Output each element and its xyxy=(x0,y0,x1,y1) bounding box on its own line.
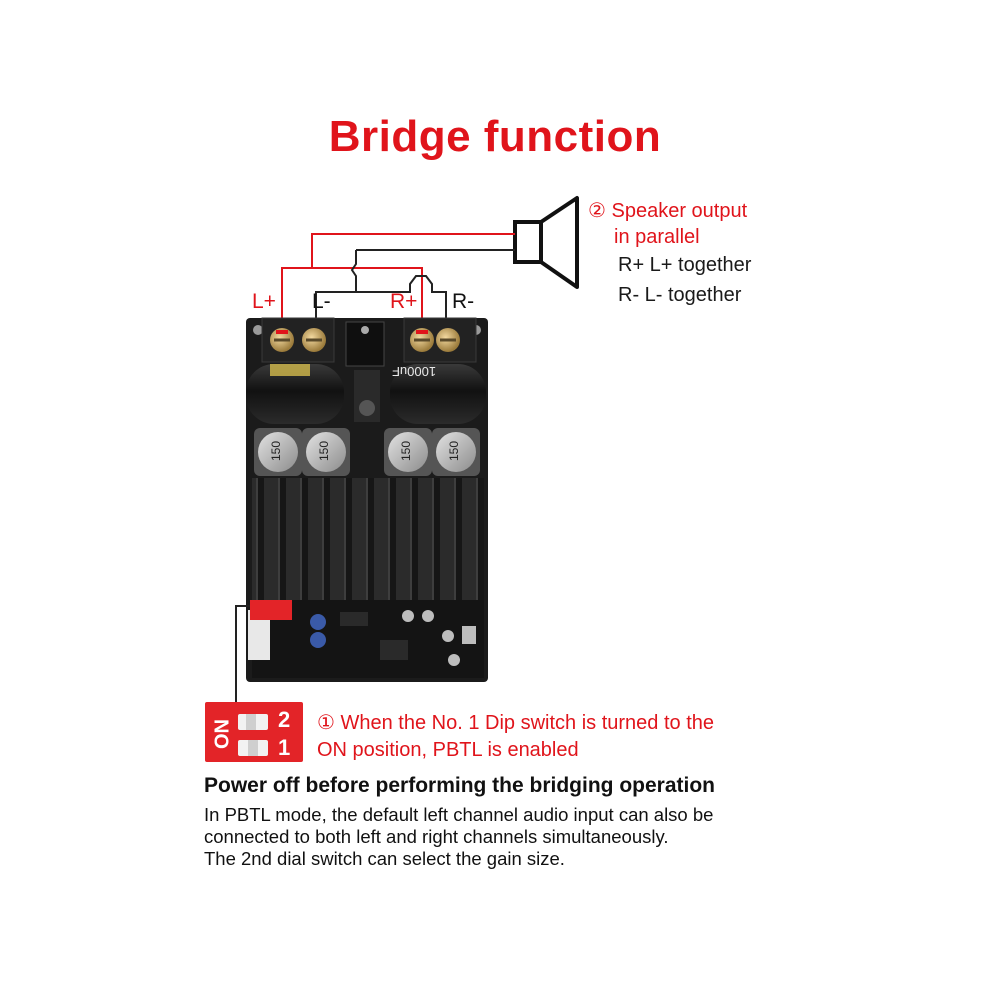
inductor-label-1: 150 xyxy=(269,440,284,462)
terminal-label-r-minus: R- xyxy=(452,290,475,313)
positive-wires xyxy=(281,233,515,322)
speaker-note-line-1: ② Speaker output xyxy=(588,200,748,222)
amplifier-board xyxy=(246,317,488,682)
capacitor-label: 1000uF xyxy=(392,364,437,379)
dip-note-line-2: ON position, PBTL is enabled xyxy=(317,739,579,761)
dip-knob-2 xyxy=(246,714,256,730)
description-line-2: connected to both left and right channel… xyxy=(204,826,669,847)
speaker-rule-positive: R+ L+ together xyxy=(618,254,752,276)
speaker-icon xyxy=(513,196,579,289)
negative-wires xyxy=(315,249,515,322)
speaker-note-line-2: in parallel xyxy=(614,226,700,248)
dip-number-2: 2 xyxy=(278,707,291,732)
speaker-rule-negative: R- L- together xyxy=(618,284,742,306)
page-title: Bridge function xyxy=(328,112,662,161)
dip-on-label: ON xyxy=(211,719,234,749)
terminal-label-l-minus: L- xyxy=(312,290,331,313)
inductor-label-2: 150 xyxy=(317,440,332,462)
dip-leader-line xyxy=(235,605,250,702)
power-off-warning: Power off before performing the bridging… xyxy=(204,774,716,797)
dip-number-1: 1 xyxy=(278,735,291,760)
dip-knob-1 xyxy=(248,740,258,756)
terminal-label-r-plus: R+ xyxy=(390,290,418,313)
dip-note-line-1: ① When the No. 1 Dip switch is turned to… xyxy=(317,712,715,734)
description-line-3: The 2nd dial switch can select the gain … xyxy=(204,848,565,869)
inductor-label-3: 150 xyxy=(399,440,414,462)
inductor-label-4: 150 xyxy=(447,440,462,462)
description-line-1: In PBTL mode, the default left channel a… xyxy=(204,804,714,825)
terminal-label-l-plus: L+ xyxy=(252,290,276,313)
